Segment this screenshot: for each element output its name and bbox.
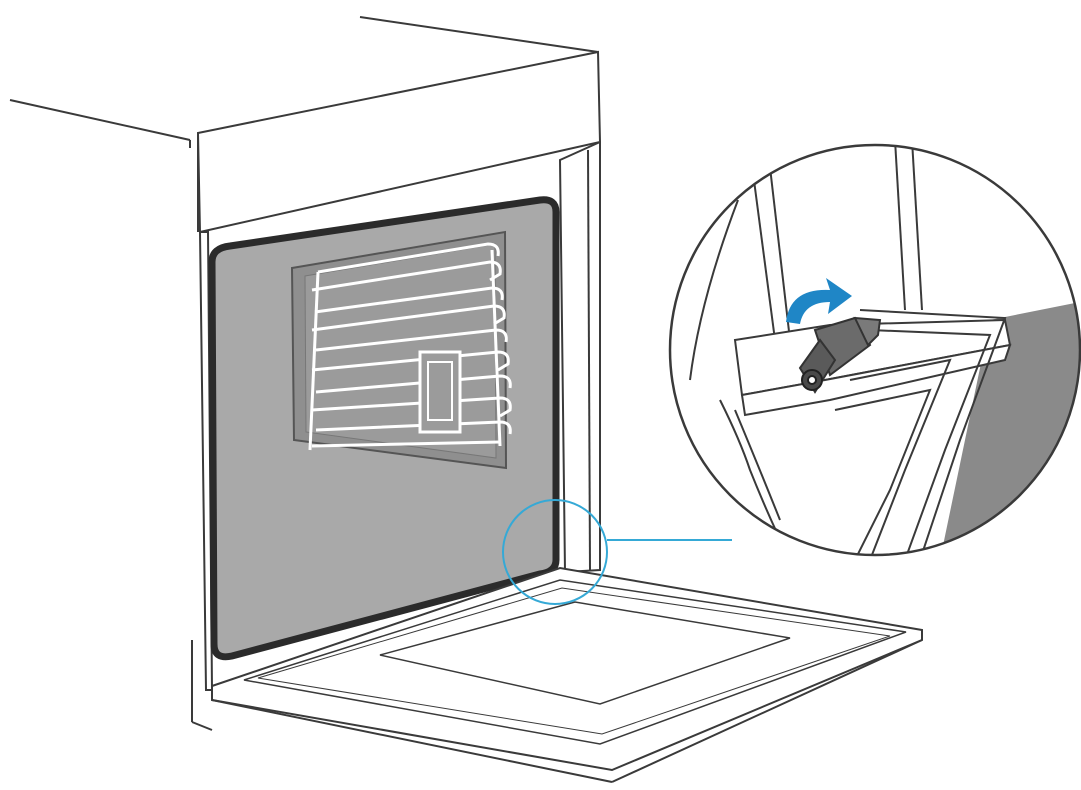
callout-indicator xyxy=(502,499,732,605)
wire-rack xyxy=(308,242,512,451)
oven-door-open xyxy=(211,566,923,783)
oven-frame xyxy=(191,140,601,731)
curved-rotate-arrow-icon xyxy=(786,278,852,324)
zoom-detail xyxy=(668,143,1081,557)
cabinet-outline xyxy=(9,16,599,148)
